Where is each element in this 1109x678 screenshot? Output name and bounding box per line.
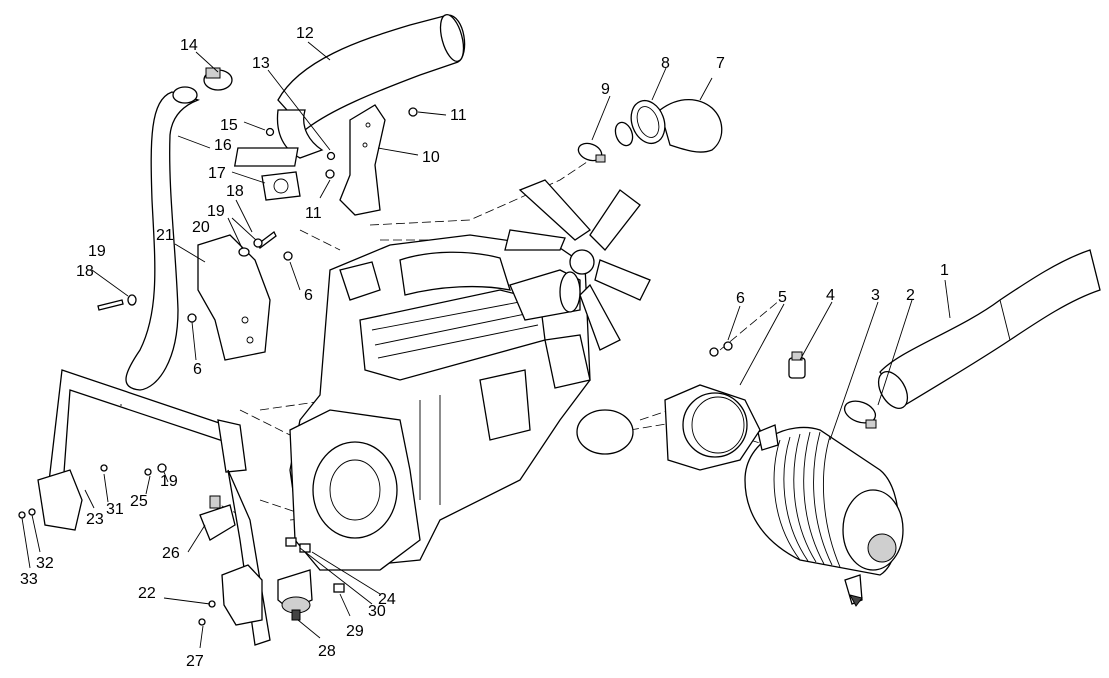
- callout-11-bottom: 11: [305, 205, 322, 222]
- callout-19-bottom: 19: [160, 473, 178, 490]
- part-23-bracket: [37, 469, 83, 531]
- callout-32: 32: [36, 555, 54, 572]
- callout-6-upper: 6: [304, 287, 313, 304]
- callout-4: 4: [826, 287, 835, 304]
- callout-8: 8: [661, 55, 670, 72]
- callout-20: 20: [192, 219, 210, 236]
- callout-16: 16: [214, 137, 232, 154]
- part-16-exhaust-pipe: [125, 86, 200, 391]
- part-5-bracket: [664, 384, 761, 471]
- part-19-washers: [127, 238, 263, 473]
- callout-30: 30: [368, 603, 386, 620]
- callout-27: 27: [186, 653, 204, 670]
- part-17-gasket: [261, 171, 301, 201]
- callout-5: 5: [778, 289, 787, 306]
- callout-1: 1: [940, 262, 949, 279]
- part-2-hose-clamp: [843, 400, 877, 429]
- part-1-intake-hose: [877, 249, 1101, 409]
- callout-9: 9: [601, 81, 610, 98]
- part-11-nuts: [325, 107, 418, 179]
- callout-6-lower: 6: [193, 361, 202, 378]
- callout-25: 25: [130, 493, 148, 510]
- callout-7: 7: [716, 55, 725, 72]
- callout-19-top: 19: [207, 203, 225, 220]
- part-3-air-cleaner: [744, 424, 904, 607]
- part-12-muffler: [277, 14, 466, 131]
- callout-15: 15: [220, 117, 238, 134]
- small-fasteners: [18, 464, 216, 626]
- callout-33: 33: [20, 571, 38, 588]
- callout-2: 2: [906, 287, 915, 304]
- part-22-bracket: [221, 564, 263, 626]
- callout-17: 17: [208, 165, 226, 182]
- callout-11-top: 11: [450, 107, 467, 124]
- part-20-washer: [238, 247, 250, 257]
- part-8-adapter: [614, 99, 666, 147]
- part-14-clamp: [203, 67, 233, 91]
- callout-18-left: 18: [76, 263, 94, 280]
- part-24-30-fittings: [285, 537, 345, 593]
- part-21-mount: [197, 234, 271, 361]
- part-6-nuts: [187, 251, 733, 357]
- callout-12: 12: [296, 25, 314, 42]
- engine-block: [289, 234, 634, 571]
- leader-lines: [21, 41, 951, 649]
- engine-fan: [504, 179, 651, 351]
- part-26-mount: [199, 495, 236, 541]
- callout-28: 28: [318, 643, 336, 660]
- callout-29: 29: [346, 623, 364, 640]
- part-28-filter: [277, 569, 313, 621]
- part-9-clamp: [577, 142, 606, 163]
- callout-13: 13: [252, 55, 270, 72]
- part-15-bolt: [265, 127, 275, 137]
- part-4-indicator: [788, 351, 806, 379]
- callout-31: 31: [106, 501, 124, 518]
- callout-labels: 1 2 3 4 5 6 6 6 7 8 9 10 11 11 12 13 14 …: [20, 25, 949, 670]
- callout-22: 22: [138, 585, 156, 602]
- callout-23: 23: [86, 511, 104, 528]
- callout-18-top: 18: [226, 183, 244, 200]
- part-10-bracket: [339, 104, 386, 216]
- callout-3: 3: [871, 287, 880, 304]
- callout-6-right: 6: [736, 290, 745, 307]
- callout-19-left: 19: [88, 243, 106, 260]
- callout-10: 10: [422, 149, 440, 166]
- part-7-hose: [659, 98, 723, 153]
- part-13-exhaust-elbow: [233, 109, 336, 167]
- callout-26: 26: [162, 545, 180, 562]
- callout-21: 21: [156, 227, 174, 244]
- callout-14: 14: [180, 37, 198, 54]
- callout-24: 24: [378, 591, 396, 608]
